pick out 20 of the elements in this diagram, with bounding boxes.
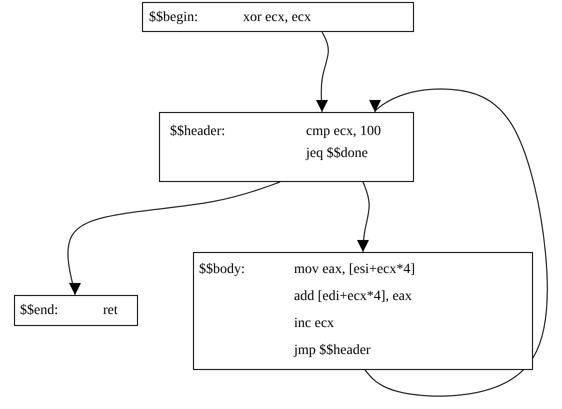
instruction: add [edi+ecx*4], eax xyxy=(294,288,412,306)
instruction: jmp $$header xyxy=(294,342,371,360)
arrow xyxy=(364,88,548,397)
block-label: $$end: xyxy=(20,302,58,320)
arrow xyxy=(357,182,370,252)
arrow xyxy=(68,182,280,296)
instruction: jeq $$done xyxy=(306,145,368,163)
instruction: mov eax, [esi+ecx*4] xyxy=(294,261,416,279)
code-block xyxy=(142,2,414,32)
block-label: $$begin: xyxy=(149,9,198,27)
block-label: $$body: xyxy=(199,261,245,279)
code-block xyxy=(159,112,414,182)
code-block xyxy=(193,252,533,370)
block-label: $$header: xyxy=(170,123,226,141)
instruction: ret xyxy=(103,302,118,320)
code-block xyxy=(14,295,138,326)
instruction: inc ecx xyxy=(294,315,334,333)
instruction: xor ecx, ecx xyxy=(243,9,312,27)
arrow xyxy=(316,32,329,112)
instruction: cmp ecx, 100 xyxy=(306,123,382,141)
